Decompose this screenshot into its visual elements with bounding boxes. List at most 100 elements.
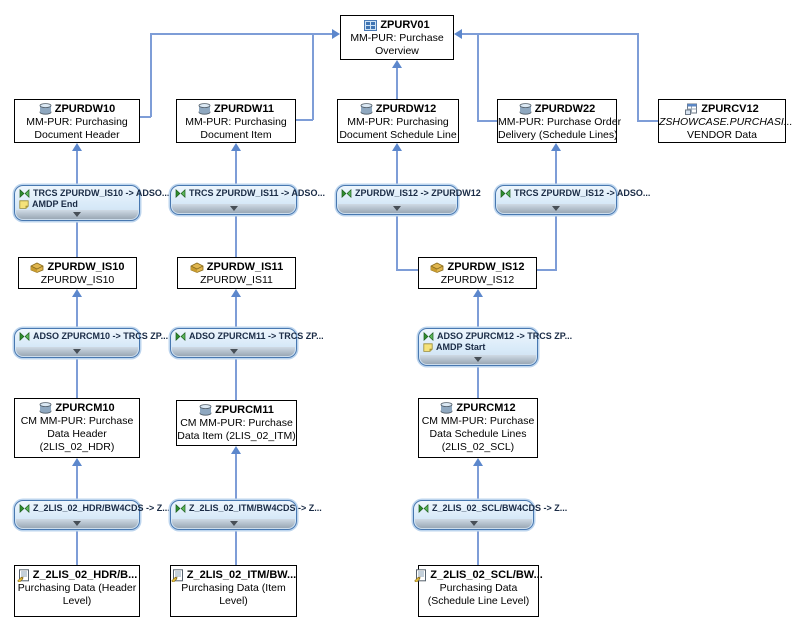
node-datasource-2lis-02-itm[interactable]: Z_2LIS_02_ITM/BW... Purchasing Data (Ite… [170, 565, 297, 617]
node-description: Purchasing Data (Item [181, 582, 286, 594]
datasource-icon [414, 568, 427, 582]
node-zpurdw-is10[interactable]: ZPURDW_IS10 ZPURDW_IS10 [18, 257, 137, 289]
transformation-is10-to-dw10[interactable]: TRCS ZPURDW_IS10 -> ADSO... AMDP End [14, 185, 169, 221]
transformation-label: TRCS ZPURDW_IS10 -> ADSO... [33, 188, 170, 198]
connector-line [477, 120, 497, 122]
node-description: Data Schedule Lines [429, 428, 527, 440]
transformation-cm12-to-is12[interactable]: ADSO ZPURCM12 -> TRCS ZP... AMDP Start [418, 328, 572, 366]
node-zpurv01[interactable]: ZPURV01 MM-PUR: Purchase Overview [340, 15, 454, 60]
node-description: Level) [62, 595, 92, 607]
transformation-icon [19, 332, 30, 341]
connector-line [76, 466, 78, 500]
amdp-script-icon [19, 200, 29, 209]
node-title: ZPURDW_IS12 [447, 261, 525, 273]
node-title: ZPURDW10 [54, 103, 116, 115]
node-zpurcv12[interactable]: ZPURCV12 ZSHOWCASE.PURCHASI... VENDOR Da… [658, 99, 793, 143]
datasource-icon [16, 568, 30, 582]
connector-line [477, 466, 479, 500]
connector-line [235, 358, 237, 400]
node-title: ZPURCM10 [55, 402, 115, 414]
node-title: Z_2LIS_02_HDR/B... [32, 569, 138, 581]
node-description: (Schedule Line Level) [427, 595, 530, 607]
node-zpurdw12[interactable]: ZPURDW12 MM-PUR: Purchasing Document Sch… [337, 99, 459, 143]
transformation-is12-to-dw22[interactable]: TRCS ZPURDW_IS12 -> ADSO... [495, 185, 650, 215]
node-zpurcm10[interactable]: ZPURCM10 CM MM-PUR: Purchase Data Header… [14, 398, 140, 458]
transformation-cm11-to-is11[interactable]: ADSO ZPURCM11 -> TRCS ZP... [170, 328, 324, 358]
node-title: ZPURCM11 [215, 404, 274, 416]
connector-line [555, 151, 557, 185]
node-datasource-2lis-02-scl[interactable]: Z_2LIS_02_SCL/BW... Purchasing Data (Sch… [414, 565, 543, 617]
transformation-label: Z_2LIS_02_SCL/BW4CDS -> Z... [432, 503, 568, 513]
transformation-icon [500, 189, 511, 198]
node-description: Purchasing Data [439, 582, 518, 594]
connector-line [76, 358, 78, 398]
connector-line [637, 120, 658, 122]
connector-line [76, 221, 78, 257]
node-title: ZPURDW11 [214, 103, 274, 115]
connector-line [637, 33, 639, 121]
expand-chevron-icon[interactable] [497, 204, 615, 213]
node-zpurdw22[interactable]: ZPURDW22 MM-PUR: Purchase Order Delivery… [497, 99, 621, 143]
node-zpurdw-is11[interactable]: ZPURDW_IS11 ZPURDW_IS11 [177, 257, 296, 289]
transformation-icon [423, 332, 434, 341]
node-zpurdw10[interactable]: ZPURDW10 MM-PUR: Purchasing Document Hea… [14, 99, 140, 143]
adso-icon [519, 103, 532, 115]
infosource-icon [430, 262, 444, 273]
transformation-icon [175, 504, 186, 513]
arrowhead-icon [392, 143, 402, 151]
node-zpurcm11[interactable]: ZPURCM11 CM MM-PUR: Purchase Data Item (… [176, 400, 297, 446]
connector-line [76, 530, 78, 565]
connector-line [555, 215, 557, 271]
expand-chevron-icon[interactable] [420, 355, 536, 364]
transformation-scl-to-cm12[interactable]: Z_2LIS_02_SCL/BW4CDS -> Z... [413, 500, 567, 530]
transformation-is11-to-dw11[interactable]: TRCS ZPURDW_IS11 -> ADSO... [170, 185, 325, 215]
expand-chevron-icon[interactable] [172, 204, 295, 213]
transformation-itm-to-cm11[interactable]: Z_2LIS_02_ITM/BW4CDS -> Z... [170, 500, 322, 530]
adso-icon [199, 404, 212, 416]
connector-line [76, 151, 78, 185]
arrowhead-icon [72, 143, 82, 151]
arrowhead-icon [332, 29, 340, 39]
node-datasource-2lis-02-hdr[interactable]: Z_2LIS_02_HDR/B... Purchasing Data (Head… [14, 565, 140, 617]
node-description: (2LIS_02_HDR) [39, 441, 115, 453]
node-description: Overview [375, 45, 419, 57]
node-description: ZPURDW_IS11 [200, 274, 273, 286]
arrowhead-icon [392, 60, 402, 68]
node-description: MM-PUR: Purchasing [347, 116, 449, 128]
expand-chevron-icon[interactable] [172, 519, 295, 528]
connector-line [150, 33, 332, 35]
node-zpurdw11[interactable]: ZPURDW11 MM-PUR: Purchasing Document Ite… [176, 99, 296, 143]
expand-chevron-icon[interactable] [16, 519, 138, 528]
node-title: Z_2LIS_02_ITM/BW... [186, 569, 297, 581]
node-description: Document Schedule Line [339, 129, 457, 141]
connector-line [477, 33, 479, 121]
node-zpurcm12[interactable]: ZPURCM12 CM MM-PUR: Purchase Data Schedu… [418, 398, 538, 458]
arrowhead-icon [72, 458, 82, 466]
expand-chevron-icon[interactable] [338, 204, 456, 213]
transformation-label: Z_2LIS_02_ITM/BW4CDS -> Z... [189, 503, 322, 513]
node-description: CM MM-PUR: Purchase [421, 415, 535, 427]
transformation-is12-to-dw12[interactable]: ZPURDW_IS12 -> ZPURDW12 [336, 185, 481, 215]
node-zpurdw-is12[interactable]: ZPURDW_IS12 ZPURDW_IS12 [418, 257, 537, 289]
transformation-hdr-to-cm10[interactable]: Z_2LIS_02_HDR/BW4CDS -> Z... [14, 500, 170, 530]
node-title: ZPURDW_IS11 [206, 261, 284, 273]
transformation-label: ADSO ZPURCM10 -> TRCS ZP... [33, 331, 169, 341]
connector-line [150, 33, 152, 117]
expand-chevron-icon[interactable] [16, 210, 138, 219]
transformation-label: ZPURDW_IS12 -> ZPURDW12 [355, 188, 481, 198]
connector-line [235, 215, 237, 257]
connector-line [235, 297, 237, 328]
adso-icon [198, 103, 211, 115]
connector-line [140, 116, 151, 118]
connector-line [235, 454, 237, 500]
node-title: ZPURCV12 [701, 103, 759, 115]
expand-chevron-icon[interactable] [16, 347, 138, 356]
transformation-icon [175, 332, 186, 341]
expand-chevron-icon[interactable] [172, 347, 295, 356]
node-title: ZPURV01 [380, 19, 430, 31]
expand-chevron-icon[interactable] [415, 519, 532, 528]
transformation-cm10-to-is10[interactable]: ADSO ZPURCM10 -> TRCS ZP... [14, 328, 168, 358]
connector-line [396, 269, 418, 271]
adso-icon [39, 402, 52, 414]
arrowhead-icon [551, 143, 561, 151]
